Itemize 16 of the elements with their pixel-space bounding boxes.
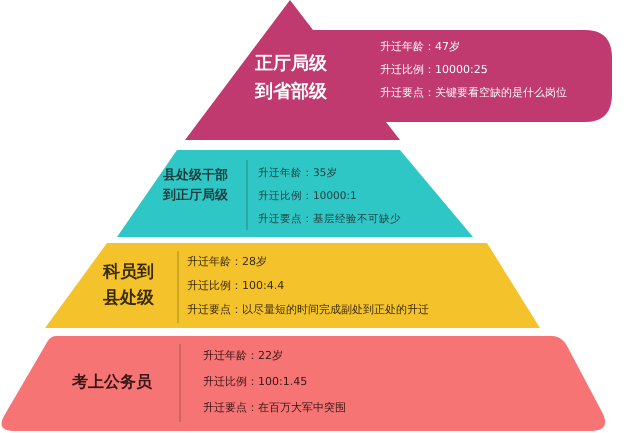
tier-detail: 升迁要点：关键要看空缺的是什么岗位 [380, 86, 567, 100]
tier-detail: 升迁要点：基层经验不可缺少 [258, 213, 401, 226]
tier-detail: 升迁比例：100:1.45 [203, 375, 308, 388]
tier-detail: 升迁要点：在百万大军中突围 [203, 401, 346, 414]
tier-title: 县处级干部到正厅局级 [163, 166, 229, 206]
tier-title: 正厅局级到省部级 [255, 52, 328, 104]
tier-detail: 升迁要点：以尽量短的时间完成副处到正处的升迁 [187, 303, 429, 316]
tier-detail: 升迁年龄：28岁 [187, 255, 267, 268]
tier-detail: 升迁比例：10000:25 [380, 63, 488, 76]
tier-title: 考上公务员 [72, 371, 153, 393]
tier-detail: 升迁年龄：47岁 [380, 40, 460, 54]
tier-detail: 升迁年龄：22岁 [203, 349, 283, 362]
tier-detail: 升迁比例：10000:1 [258, 190, 357, 203]
tier-detail: 升迁比例：100:4.4 [187, 279, 284, 292]
tier-detail: 升迁年龄：35岁 [258, 167, 338, 180]
tier-title: 科员到县处级 [103, 261, 155, 310]
